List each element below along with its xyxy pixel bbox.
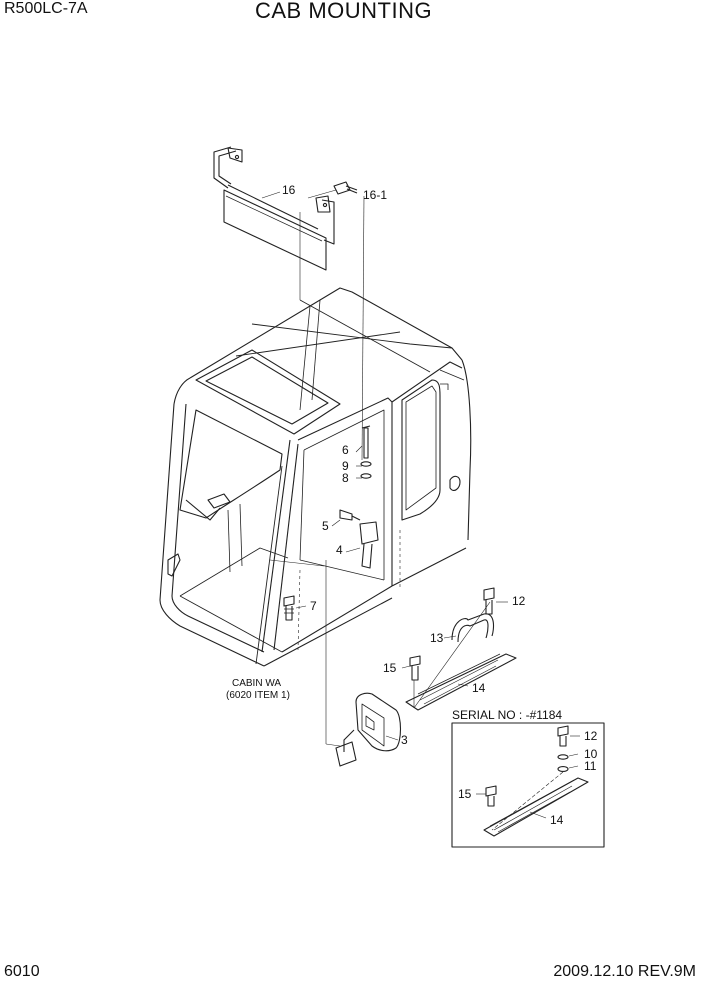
label-part-9: 9 <box>342 459 349 473</box>
label-inset-15: 15 <box>458 787 472 801</box>
label-inset-12: 12 <box>584 729 598 743</box>
label-part-15: 15 <box>383 661 397 675</box>
cab-body <box>159 287 472 667</box>
label-part-16-1: 16-1 <box>363 188 387 202</box>
label-part-3: 3 <box>401 733 408 747</box>
bolt-7 <box>283 595 295 621</box>
label-part-13: 13 <box>430 631 444 645</box>
cab-note-line2: (6020 ITEM 1) <box>226 690 290 701</box>
serial-box-title: SERIAL NO : -#1184 <box>452 708 562 722</box>
label-part-7: 7 <box>310 599 317 613</box>
label-part-12: 12 <box>512 594 526 608</box>
label-inset-11: 11 <box>584 759 597 773</box>
sun-visor <box>213 146 335 271</box>
page-number: 6010 <box>4 963 40 980</box>
label-part-6: 6 <box>342 443 349 457</box>
revision-date: 2009.12.10 REV.9M <box>553 963 696 980</box>
label-part-4: 4 <box>336 543 343 557</box>
mirror <box>335 692 402 767</box>
serial-inset-box <box>451 722 605 848</box>
page-title: CAB MOUNTING <box>255 0 433 23</box>
label-part-16: 16 <box>282 183 296 197</box>
label-part-8: 8 <box>342 471 349 485</box>
leader-lines <box>261 189 508 747</box>
label-part-14: 14 <box>472 681 486 695</box>
step-assembly <box>405 587 517 711</box>
model-code: R500LC-7A <box>4 0 88 17</box>
bolt-16-1 <box>333 181 358 195</box>
cab-note-line1: CABIN WA <box>232 678 281 689</box>
label-inset-14: 14 <box>550 813 564 827</box>
label-inset-10: 10 <box>584 747 598 761</box>
label-part-5: 5 <box>322 519 329 533</box>
interior-fasteners <box>339 425 379 569</box>
